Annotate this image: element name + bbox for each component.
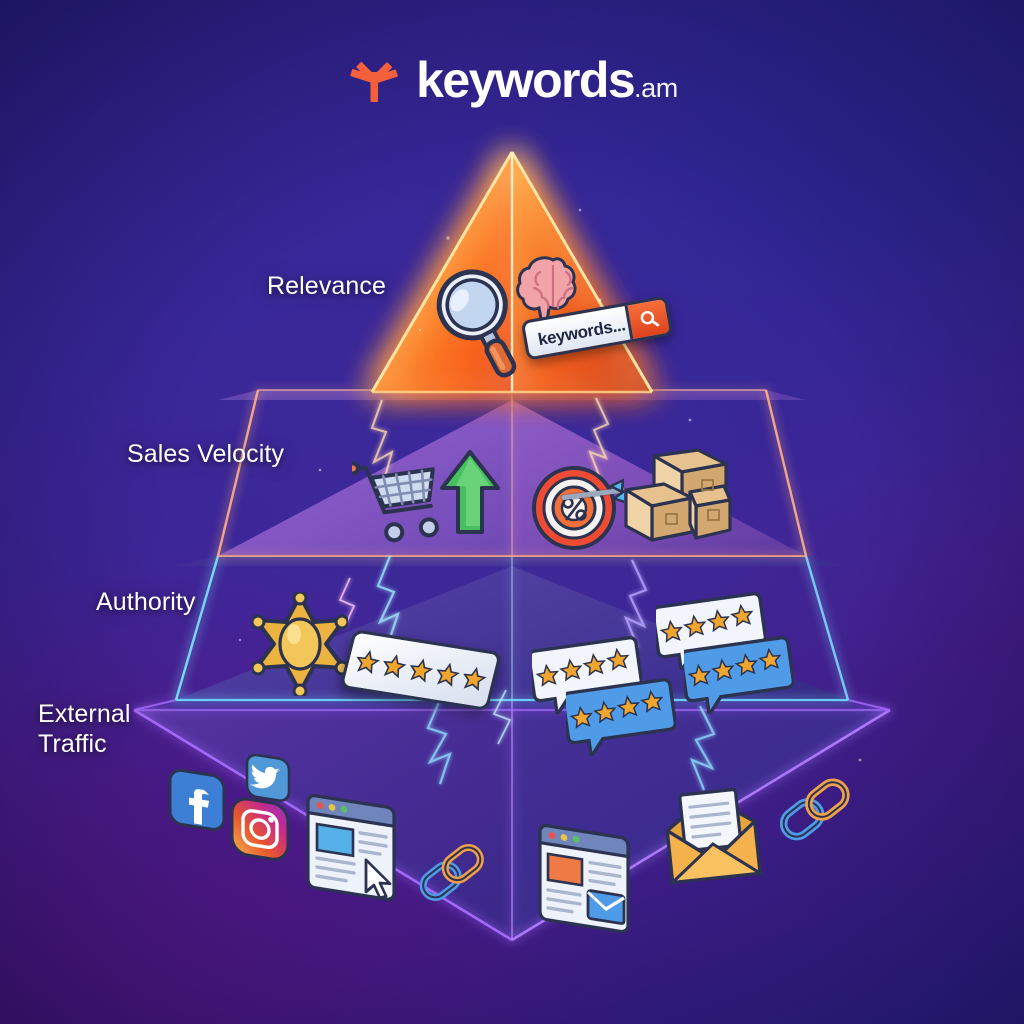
tier-relevance [370, 151, 654, 394]
brand-wordmark: keywords.am [416, 55, 678, 105]
tier-label-sales-velocity: Sales Velocity [127, 440, 285, 468]
brand-logo[interactable]: keywords.am [0, 52, 1024, 108]
tier-sales-velocity [216, 389, 808, 557]
brand-tld: .am [634, 73, 678, 103]
tier-label-relevance: Relevance [267, 272, 387, 300]
lightning-effects [338, 397, 716, 791]
tier-label-external-traffic: External Traffic [38, 700, 131, 758]
tier-base-external-traffic [133, 699, 891, 942]
starburst-spark-icon [350, 62, 398, 102]
tier-authority [174, 555, 850, 702]
tier-label-authority: Authority [96, 588, 196, 616]
brand-name: keywords [416, 52, 635, 108]
